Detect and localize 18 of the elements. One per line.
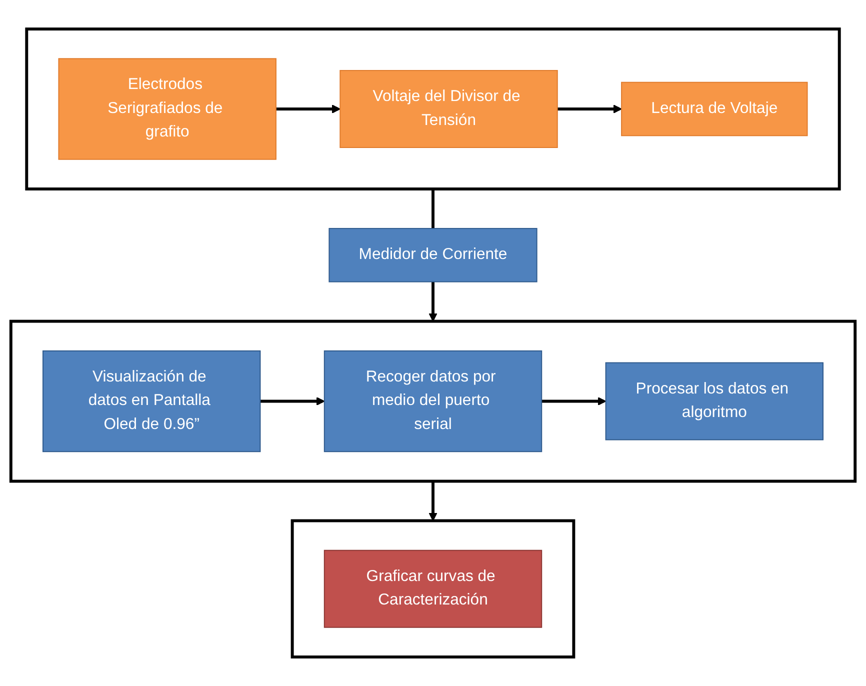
node-box: Voltaje del Divisor de Tensión xyxy=(340,70,558,148)
cluster xyxy=(9,320,857,483)
arrow xyxy=(428,481,438,522)
node-box: Lectura de Voltaje xyxy=(621,82,808,136)
connector xyxy=(432,188,434,228)
node-box: Procesar los datos en algoritmo xyxy=(605,362,824,440)
arrow xyxy=(557,104,622,114)
node-box: Electrodos Serigrafiados de grafito xyxy=(58,58,276,160)
node-box: Medidor de Corriente xyxy=(328,228,538,282)
node-box: Graficar curvas de Caracterización xyxy=(324,550,542,628)
arrow xyxy=(542,396,606,406)
arrow xyxy=(428,282,438,322)
arrow xyxy=(276,104,341,114)
arrow xyxy=(260,396,325,406)
cluster xyxy=(25,28,841,190)
cluster xyxy=(290,519,576,658)
node-box: Recoger datos por medio del puerto serial xyxy=(324,350,542,452)
node-box: Visualización de datos en Pantalla Oled de 0.96” xyxy=(42,350,261,452)
